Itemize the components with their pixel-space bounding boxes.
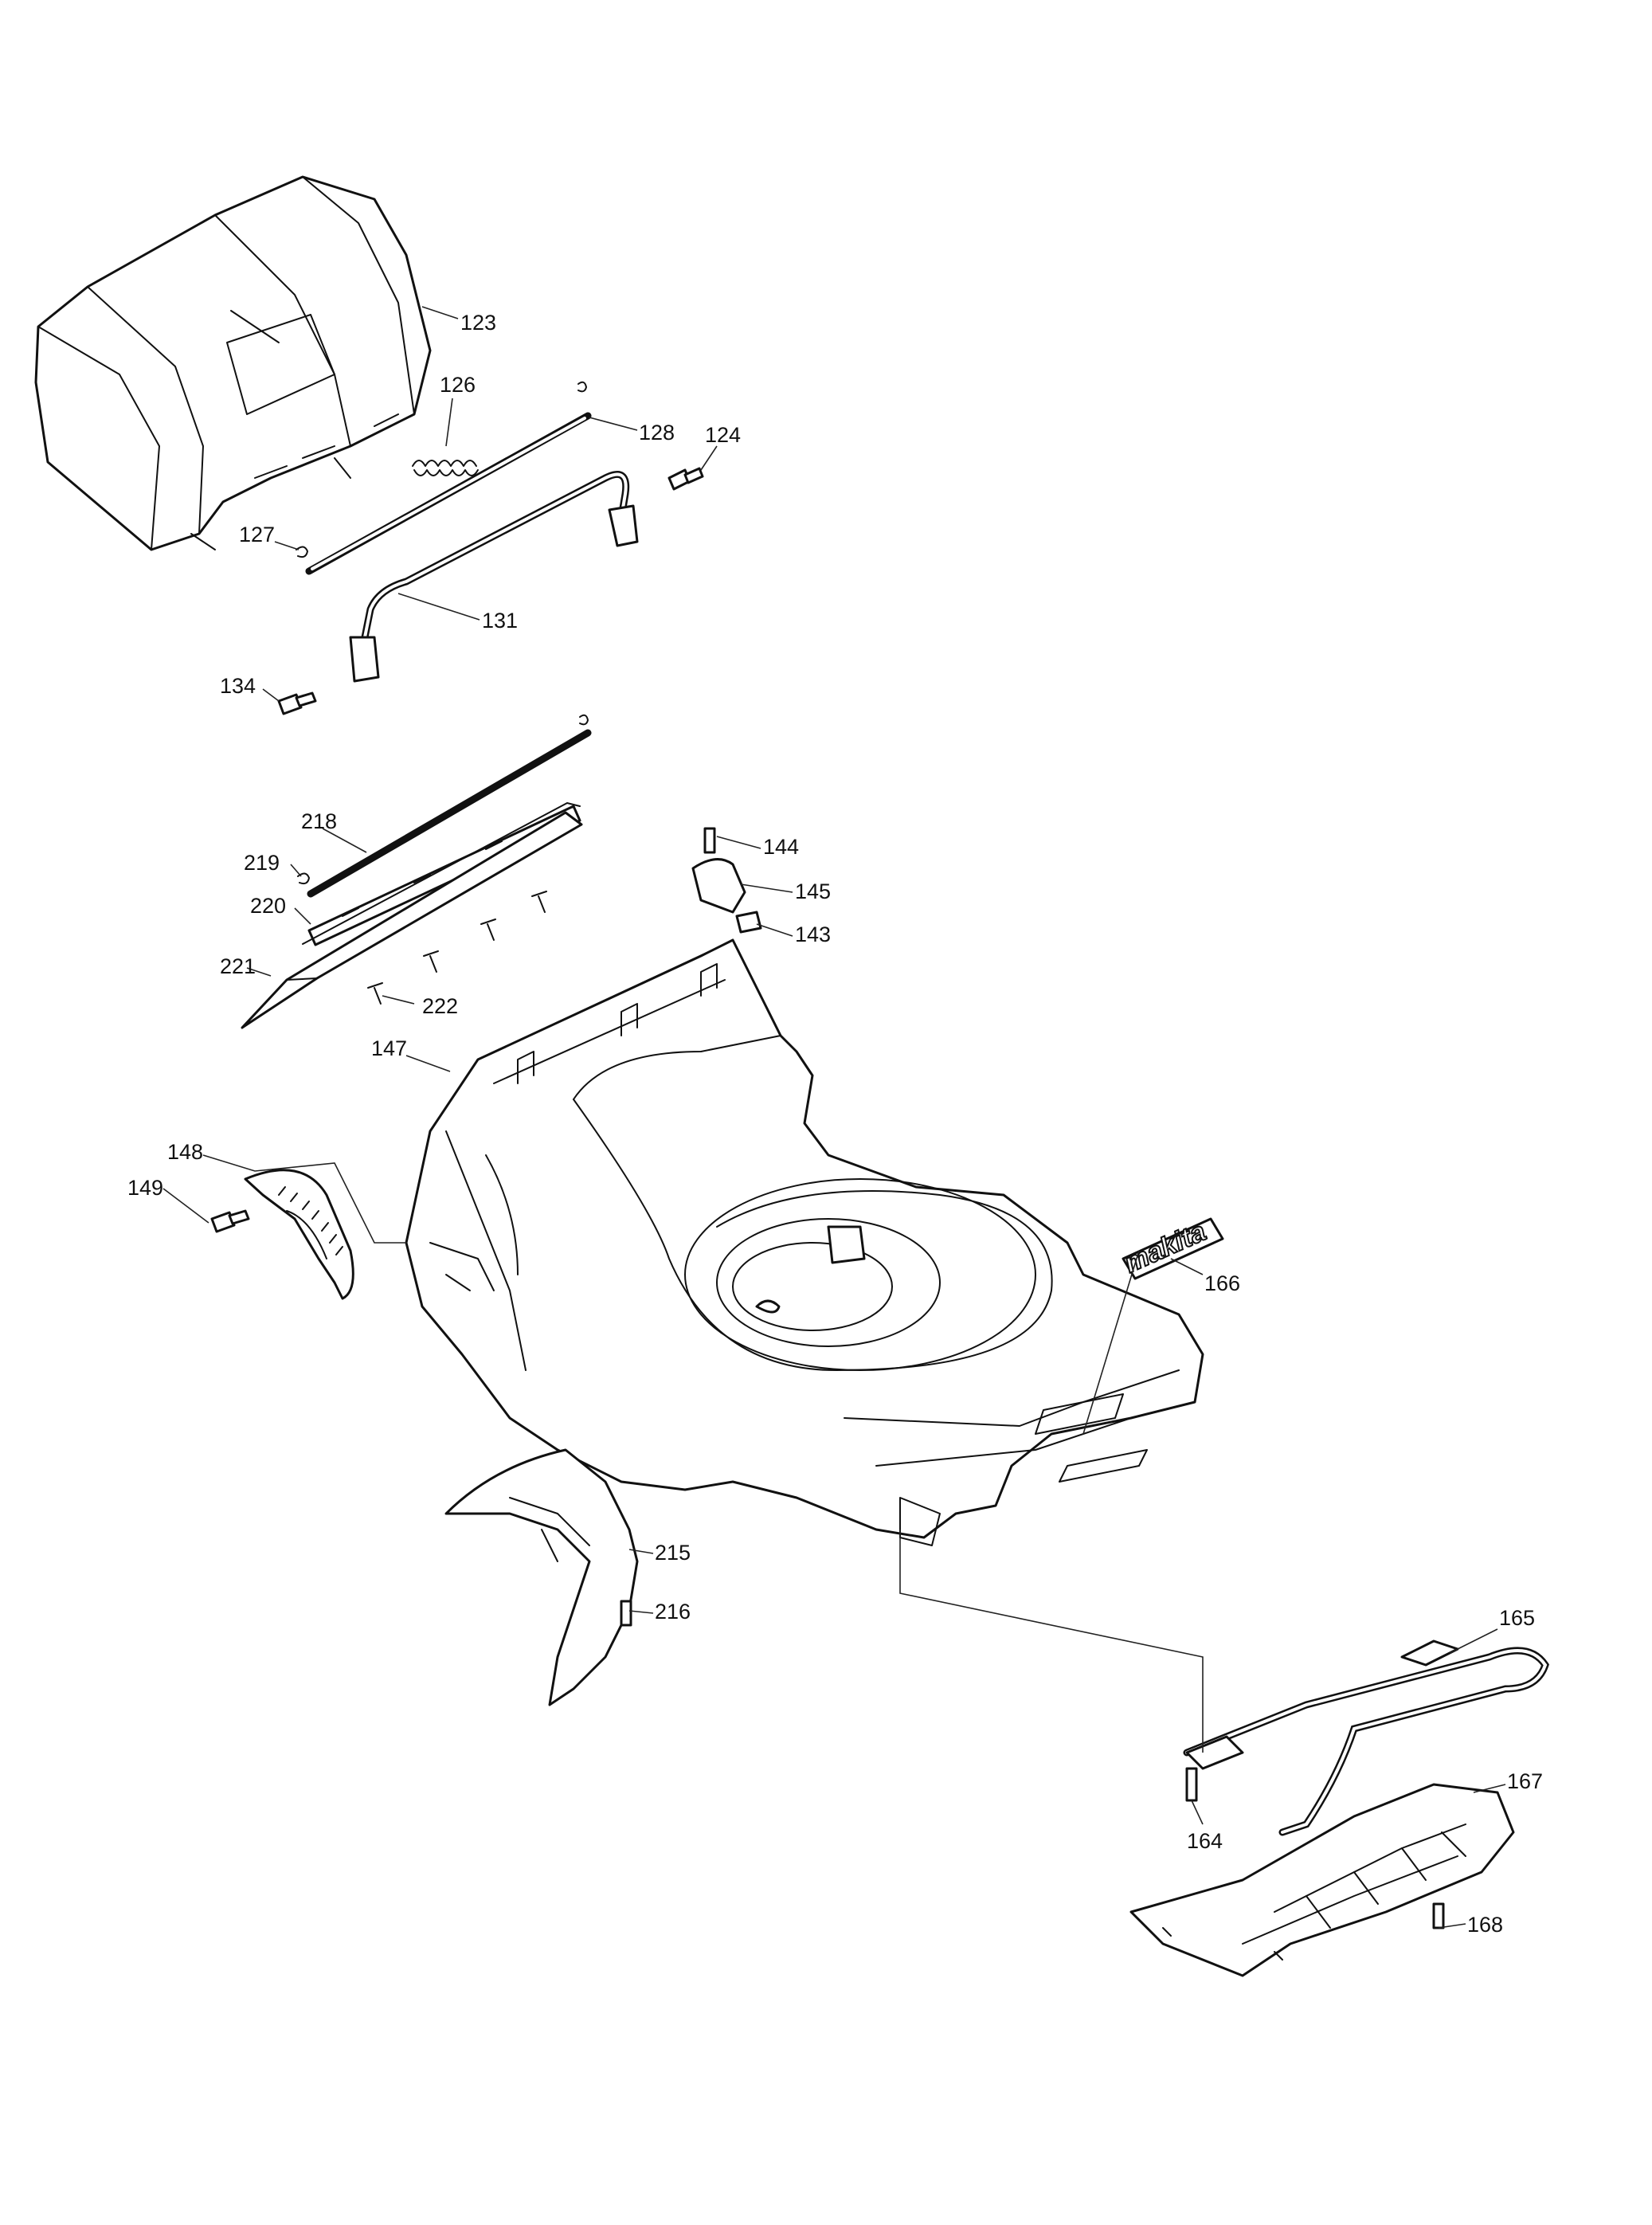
callout-144: 144: [763, 835, 799, 859]
callout-168: 168: [1467, 1913, 1503, 1937]
front-bumper-bar: [1183, 1639, 1549, 1836]
grass-catcher-cover: [34, 175, 432, 551]
callout-219: 219: [244, 851, 280, 875]
callout-221: 221: [220, 954, 256, 978]
leader-lines: [162, 306, 1506, 1929]
callout-164: 164: [1187, 1829, 1223, 1853]
callout-143: 143: [795, 923, 831, 946]
callout-165: 165: [1499, 1606, 1535, 1630]
callout-126: 126: [440, 373, 476, 397]
bolt-124: [667, 467, 704, 491]
rear-handle-bar: [349, 471, 639, 683]
clip-top: [577, 381, 587, 393]
clip-127: [296, 546, 308, 558]
callout-167: 167: [1507, 1769, 1543, 1793]
screw-144: [703, 827, 716, 854]
callout-215: 215: [655, 1541, 691, 1565]
hinge-bracket-145: [691, 858, 746, 914]
bolt-134: [277, 691, 317, 715]
callout-123: 123: [460, 311, 496, 335]
callout-149: 149: [127, 1176, 163, 1200]
screws-222: [367, 891, 547, 1005]
callout-216: 216: [655, 1600, 691, 1624]
clip-219: [297, 872, 310, 885]
callout-145: 145: [795, 879, 831, 903]
callout-labels: 123 126 128 124 127 131 134 218 219 220 …: [127, 311, 1543, 1937]
mower-deck: [405, 938, 1204, 1546]
callout-218: 218: [301, 809, 337, 833]
callout-128: 128: [639, 421, 675, 445]
screw-168: [1432, 1902, 1445, 1929]
flap-hinge-220: [307, 805, 581, 946]
callout-147: 147: [371, 1036, 407, 1060]
callout-222: 222: [422, 994, 458, 1018]
bolt-149: [210, 1209, 250, 1233]
screw-164: [1185, 1767, 1198, 1802]
height-adjust-plate: [244, 1169, 354, 1300]
callout-148: 148: [167, 1140, 203, 1164]
callout-134: 134: [220, 674, 256, 698]
torsion-spring: [412, 460, 479, 476]
callout-166: 166: [1204, 1271, 1240, 1295]
pivot-rod-upper-hl: [311, 417, 586, 570]
bottom-guard: [1129, 1783, 1515, 1977]
clip-upper: [579, 714, 589, 726]
rear-flap-221: [241, 802, 583, 1029]
pivot-rod-lower: [307, 729, 592, 898]
nut-143: [735, 911, 762, 934]
callout-127: 127: [239, 523, 275, 546]
callout-220: 220: [250, 894, 286, 918]
makita-decal: makita: [1119, 1216, 1224, 1280]
callout-131: 131: [482, 609, 518, 633]
callout-124: 124: [705, 423, 741, 447]
screw-216: [620, 1600, 632, 1627]
side-deflector: [444, 1448, 639, 1706]
